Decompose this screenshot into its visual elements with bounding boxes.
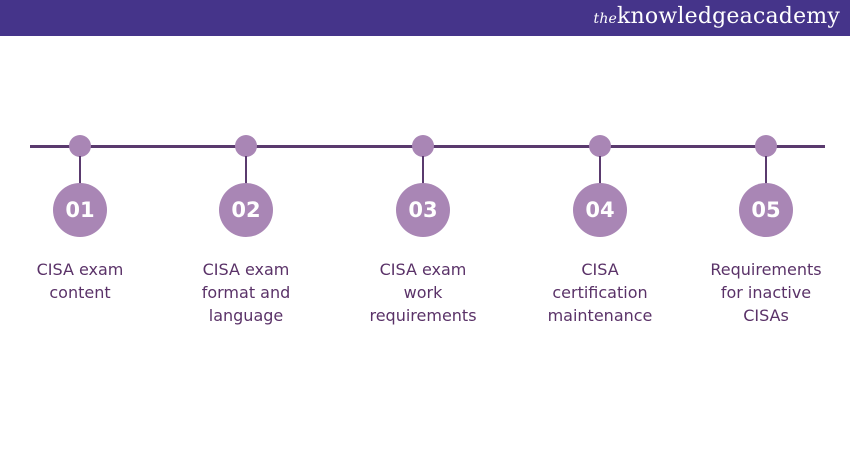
step-number: 03 [396, 183, 450, 237]
connector [765, 156, 767, 186]
step-number: 02 [219, 183, 273, 237]
timeline-dot [755, 135, 777, 157]
step-number: 04 [573, 183, 627, 237]
timeline-dot [235, 135, 257, 157]
brand-logo: theknowledgeacademy [594, 4, 841, 29]
step-label: CISA exam content [36, 260, 124, 302]
timeline-dot [412, 135, 434, 157]
connector [79, 156, 81, 186]
timeline-dot [589, 135, 611, 157]
header-bar: theknowledgeacademy [0, 0, 850, 36]
step-label: CISA exam format and language [201, 260, 291, 325]
step-label: CISA exam work requirements [369, 260, 477, 325]
connector [422, 156, 424, 186]
logo-main: knowledgeacademy [617, 4, 840, 29]
step-label: Requirements for inactive CISAs [710, 260, 822, 325]
step-label: CISA certification maintenance [547, 260, 653, 325]
timeline-dot [69, 135, 91, 157]
step-number: 05 [739, 183, 793, 237]
logo-prefix: the [593, 11, 618, 27]
connector [599, 156, 601, 186]
step-number: 01 [53, 183, 107, 237]
connector [245, 156, 247, 186]
